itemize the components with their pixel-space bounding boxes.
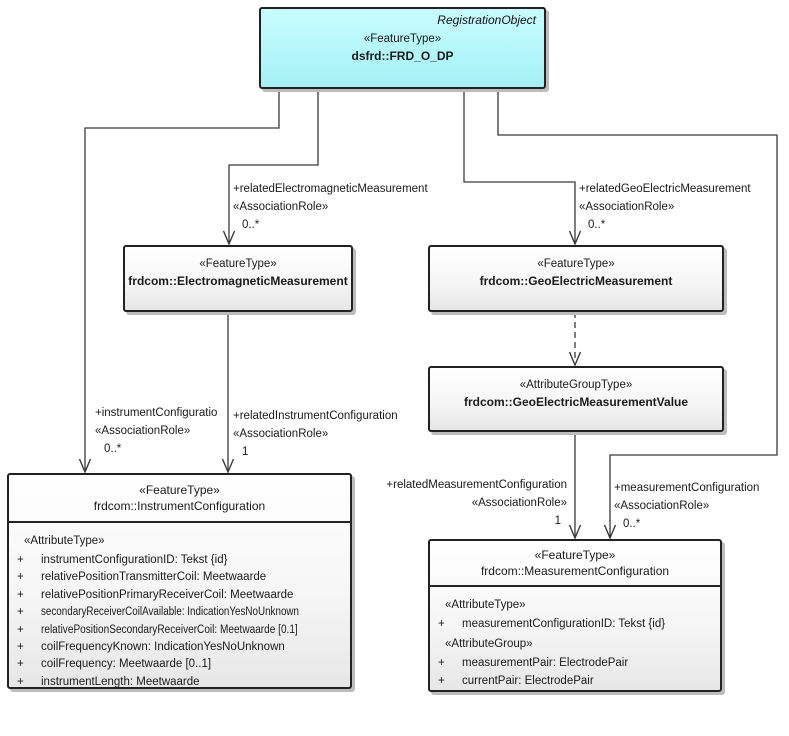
visibility-public: + bbox=[17, 658, 24, 671]
role-name: +measurementConfiguration bbox=[614, 482, 760, 494]
attribute: secondaryReceiverCoilAvailable: Indicati… bbox=[41, 606, 299, 619]
connector-related-geoelectric bbox=[463, 89, 576, 243]
attribute: coilFrequencyKnown: IndicationYesNoUnkno… bbox=[41, 641, 285, 654]
role-stereotype: «AssociationRole» bbox=[614, 500, 710, 512]
class-name: frdcom::GeoElectricMeasurementValue bbox=[463, 395, 689, 409]
attribute-row: + relativePositionSecondaryReceiverCoil:… bbox=[9, 622, 346, 639]
class-instrument-configuration[interactable]: «FeatureType» frdcom::InstrumentConfigur… bbox=[7, 473, 352, 689]
attribute: currentPair: ElectrodePair bbox=[462, 674, 594, 687]
role-label-instrument-configuration: +instrumentConfiguratio «AssociationRole… bbox=[95, 404, 227, 458]
attribute-group-label: «AttributeGroup» bbox=[445, 638, 533, 651]
stereotype-label: «FeatureType» bbox=[534, 548, 616, 562]
multiplicity: 0..* bbox=[242, 219, 260, 231]
visibility-public: + bbox=[17, 588, 24, 601]
attribute-row: + instrumentConfigurationID: Tekst {id} bbox=[9, 552, 346, 569]
class-geoelectric-measurement[interactable]: «FeatureType» frdcom::GeoElectricMeasure… bbox=[428, 245, 724, 312]
attribute-row: + currentPair: ElectrodePair bbox=[430, 673, 716, 690]
visibility-public: + bbox=[438, 618, 445, 630]
attribute: coilFrequency: Meetwaarde [0..1] bbox=[41, 658, 212, 671]
attribute-row: + coilFrequencyKnown: IndicationYesNoUnk… bbox=[9, 639, 346, 656]
role-label-related-measurement-configuration: +relatedMeasurementConfiguration «Associ… bbox=[367, 476, 567, 530]
role-name: +relatedMeasurementConfiguration bbox=[386, 479, 567, 491]
role-name: +relatedElectromagneticMeasurement bbox=[233, 183, 428, 195]
visibility-public: + bbox=[17, 554, 24, 566]
attribute-row: + measurementConfigurationID: Tekst {id} bbox=[430, 616, 716, 633]
class-frd-o-dp[interactable]: RegistrationObject «FeatureType» dsfrd::… bbox=[259, 7, 546, 89]
stereotype-label: «FeatureType» bbox=[199, 258, 277, 270]
role-label-related-electromagnetic: +relatedElectromagneticMeasurement «Asso… bbox=[233, 180, 428, 234]
role-stereotype: «AssociationRole» bbox=[233, 428, 329, 440]
class-name: frdcom::InstrumentConfiguration bbox=[93, 499, 266, 513]
attribute: measurementConfigurationID: Tekst {id} bbox=[462, 618, 666, 630]
role-stereotype: «AssociationRole» bbox=[579, 201, 675, 213]
class-name: dsfrd::FRD_O_DP bbox=[351, 49, 454, 63]
attribute-row: + measurementPair: ElectrodePair bbox=[430, 655, 716, 672]
registration-object-annotation: RegistrationObject bbox=[437, 13, 536, 27]
attribute-group-label: «AttributeType» bbox=[445, 599, 526, 611]
multiplicity: 0..* bbox=[623, 518, 641, 530]
visibility-public: + bbox=[438, 657, 445, 670]
role-name: +relatedInstrumentConfiguration bbox=[233, 410, 398, 422]
connector-measurement-configuration bbox=[497, 89, 778, 537]
attribute-row: + coilFrequency: Meetwaarde [0..1] bbox=[9, 656, 346, 673]
multiplicity: 0..* bbox=[104, 443, 122, 455]
visibility-public: + bbox=[17, 675, 24, 688]
attribute-row: + secondaryReceiverCoilAvailable: Indica… bbox=[9, 604, 346, 621]
attribute-row: + relativePositionTransmitterCoil: Meetw… bbox=[9, 569, 346, 586]
attribute: relativePositionTransmitterCoil: Meetwaa… bbox=[41, 571, 267, 584]
stereotype-label: «FeatureType» bbox=[537, 258, 615, 270]
visibility-public: + bbox=[17, 623, 24, 636]
class-name: frdcom::GeoElectricMeasurement bbox=[479, 274, 673, 288]
visibility-public: + bbox=[17, 641, 24, 654]
attribute: relativePositionPrimaryReceiverCoil: Mee… bbox=[41, 588, 294, 601]
attribute-row: + relativePositionPrimaryReceiverCoil: M… bbox=[9, 587, 346, 604]
class-name: frdcom::MeasurementConfiguration bbox=[480, 564, 670, 578]
open-arrow-icon bbox=[221, 458, 235, 474]
visibility-public: + bbox=[17, 571, 24, 584]
visibility-public: + bbox=[438, 674, 445, 687]
attribute: instrumentConfigurationID: Tekst {id} bbox=[41, 554, 228, 566]
role-stereotype: «AssociationRole» bbox=[95, 425, 191, 437]
stereotype-label: «AttributeGroupType» bbox=[519, 379, 633, 391]
multiplicity: 0..* bbox=[588, 219, 606, 231]
role-label-related-instrument-configuration: +relatedInstrumentConfiguration «Associa… bbox=[233, 407, 398, 461]
stereotype-label: «FeatureType» bbox=[139, 483, 220, 497]
class-electromagnetic-measurement[interactable]: «FeatureType» frdcom::ElectromagneticMea… bbox=[123, 245, 353, 312]
open-arrow-icon bbox=[78, 458, 92, 474]
multiplicity: 1 bbox=[242, 446, 249, 458]
multiplicity: 1 bbox=[554, 515, 561, 527]
role-stereotype: «AssociationRole» bbox=[233, 201, 329, 213]
open-arrow-icon bbox=[568, 524, 582, 540]
attribute: instrumentLength: Meetwaarde bbox=[41, 675, 200, 688]
visibility-public: + bbox=[17, 606, 24, 619]
class-geoelectric-measurement-value[interactable]: «AttributeGroupType» frdcom::GeoElectric… bbox=[428, 366, 724, 432]
stereotype-label: «FeatureType» bbox=[363, 33, 442, 45]
role-stereotype: «AssociationRole» bbox=[471, 497, 567, 509]
role-label-measurement-configuration: +measurementConfiguration «AssociationRo… bbox=[614, 479, 759, 533]
attribute: measurementPair: ElectrodePair bbox=[462, 657, 629, 670]
class-measurement-configuration[interactable]: «FeatureType» frdcom::MeasurementConfigu… bbox=[428, 539, 722, 692]
role-name: +relatedGeoElectricMeasurement bbox=[579, 183, 751, 195]
role-name: +instrumentConfiguratio bbox=[95, 407, 218, 419]
role-label-related-geoelectric: +relatedGeoElectricMeasurement «Associat… bbox=[579, 180, 751, 234]
attribute: relativePositionSecondaryReceiverCoil: M… bbox=[41, 623, 298, 636]
open-arrow-icon bbox=[568, 351, 582, 367]
class-name: frdcom::ElectromagneticMeasurement bbox=[128, 274, 348, 288]
attribute-group-label: «AttributeType» bbox=[24, 535, 105, 547]
attribute-row: + instrumentLength: Meetwaarde bbox=[9, 674, 346, 691]
